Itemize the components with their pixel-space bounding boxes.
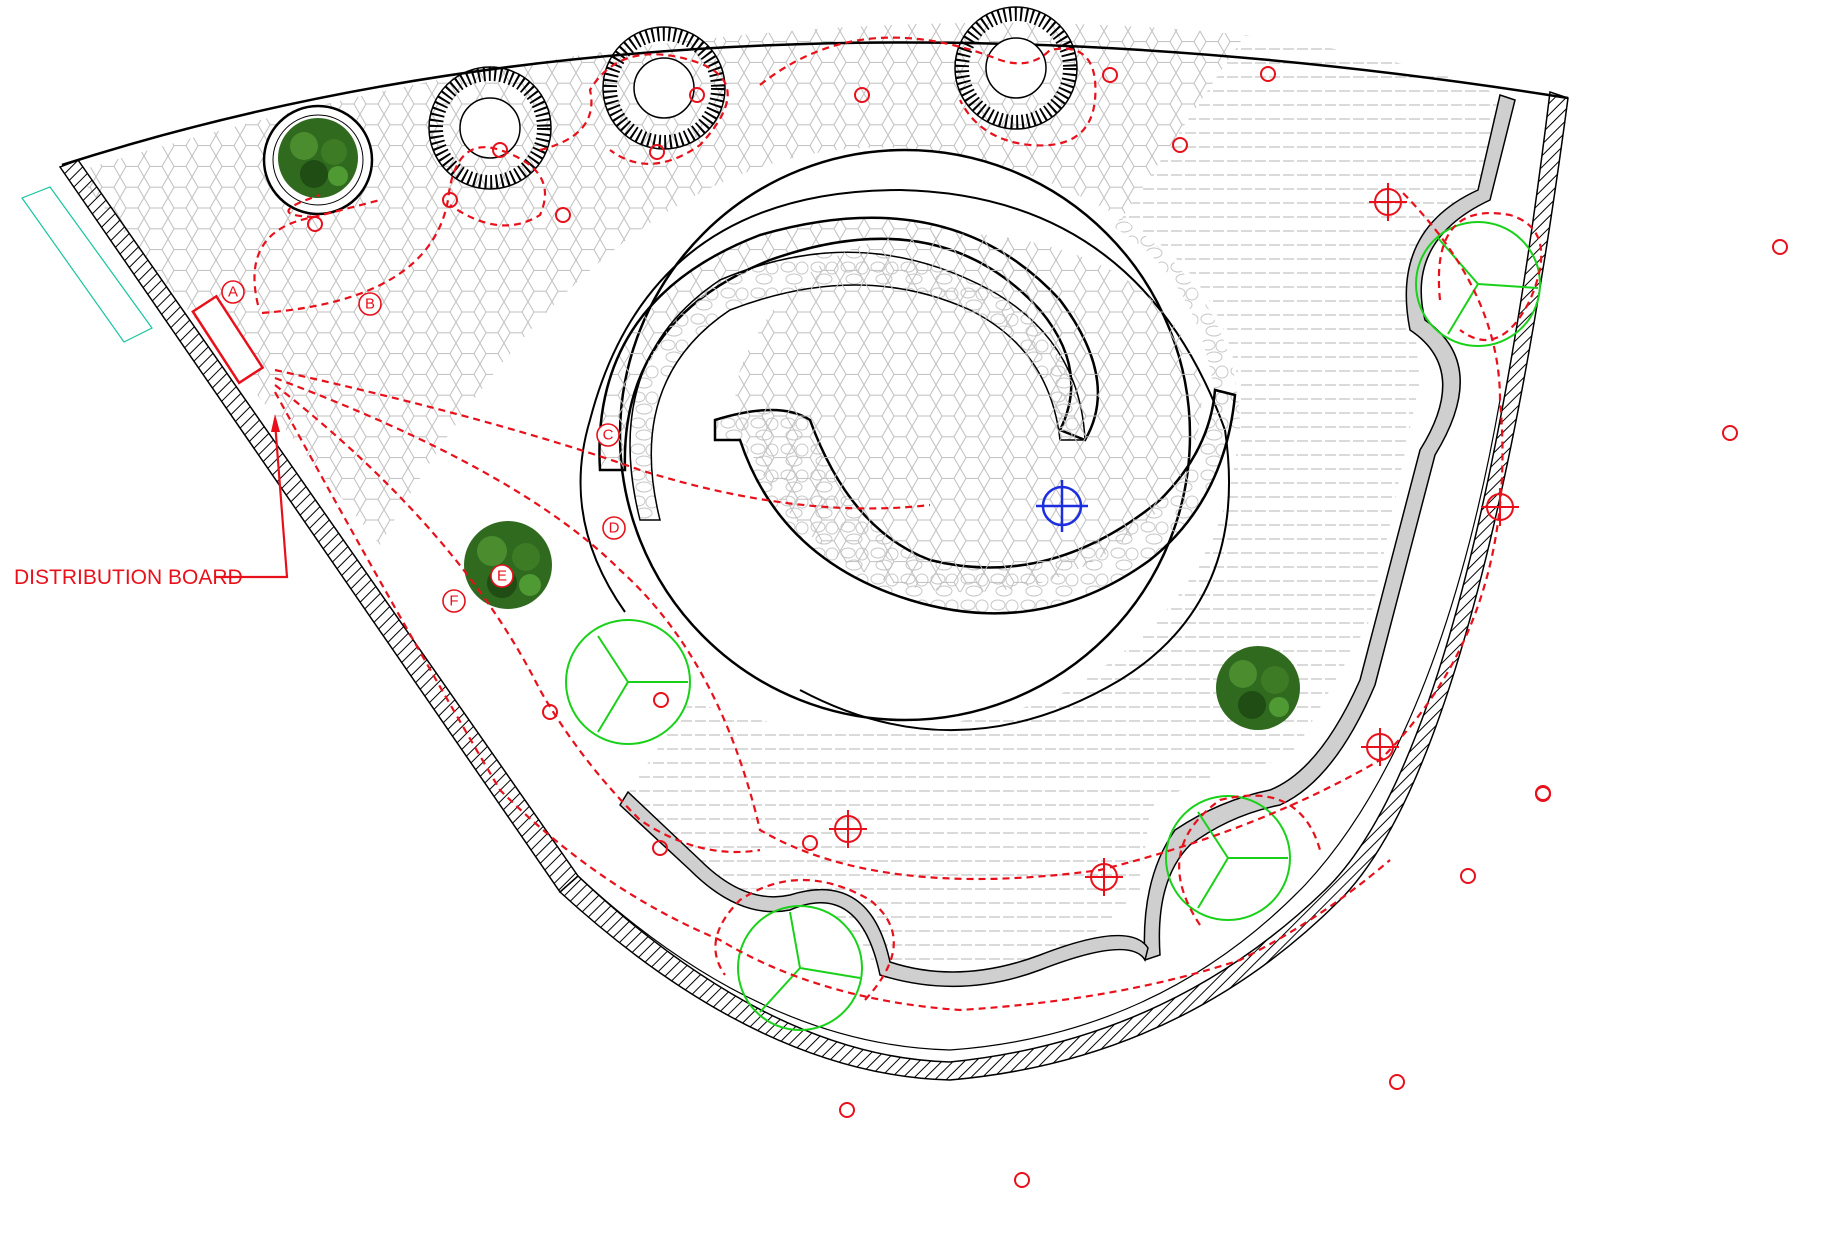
south-curb	[619, 790, 1149, 988]
uplight-icon	[652, 840, 668, 856]
circuit-tree-loop-s	[714, 879, 895, 1001]
circuit-d-run	[274, 189, 1504, 881]
uplight-icon	[442, 192, 458, 208]
uplight-icon	[839, 1102, 855, 1118]
green-strip	[21, 186, 153, 343]
wiring-runs	[253, 36, 1543, 1012]
circuit-tag-label: F	[449, 593, 458, 610]
circuit-tag-e: E	[490, 564, 514, 588]
ground-light-icon	[829, 810, 867, 848]
uplight-icon	[492, 142, 508, 158]
plank-paving-east	[620, 35, 1500, 985]
inner-edge	[577, 399, 1501, 1051]
circuit-a-loop	[287, 193, 321, 219]
shrub-icon	[1216, 646, 1300, 730]
tree-grate-icon	[954, 6, 1078, 130]
site-boundary	[21, 41, 1569, 1081]
uplight-icon	[1102, 67, 1118, 83]
tree-icon	[1415, 221, 1541, 347]
uplight-icon	[854, 87, 870, 103]
uplight-icon	[689, 87, 705, 103]
tree-icon	[565, 619, 691, 745]
ground-light-icon	[1361, 728, 1399, 766]
circuit-tag-label: B	[365, 296, 375, 313]
circuit-tag-label: A	[228, 284, 238, 301]
ground-light-icon	[1369, 183, 1407, 221]
distribution-board-label: DISTRIBUTION BOARD	[14, 566, 243, 589]
uplight-icon	[1460, 868, 1476, 884]
uplight-icon	[1722, 425, 1738, 441]
tree-grate-icon	[602, 26, 726, 150]
boundary-arc-north	[61, 41, 1569, 167]
ground-light-icon	[1481, 488, 1519, 526]
uplight-icon	[1172, 137, 1188, 153]
uplight-icon	[555, 207, 571, 223]
uplight-icon	[542, 704, 558, 720]
spiral-feature	[579, 148, 1237, 732]
center-fixture-icon	[1036, 480, 1088, 532]
tree-icon	[1165, 795, 1291, 921]
circuit-tag-a: A	[221, 280, 245, 304]
circuit-b-run	[261, 146, 547, 315]
circuit-tags: A B C D E F	[221, 280, 626, 613]
circuit-tag-label: C	[603, 427, 614, 444]
tree-icon	[737, 905, 863, 1031]
uplight-icon	[307, 216, 323, 232]
circuit-tag-d: D	[602, 516, 626, 540]
circuit-c-run	[274, 368, 931, 510]
shrub-icon	[464, 521, 552, 609]
uplight-icon	[649, 144, 665, 160]
circuit-tag-label: D	[609, 520, 620, 537]
circuit-f-run	[274, 391, 1391, 1012]
circuit-tree-loop-ne	[1437, 212, 1543, 342]
uplight-icon	[1014, 1172, 1030, 1188]
circuit-tree-loop-se	[1178, 794, 1322, 926]
circuit-tag-b: B	[358, 292, 382, 316]
distribution-board: DISTRIBUTION BOARD	[14, 294, 289, 589]
uplight-icon	[1260, 66, 1276, 82]
circuit-tag-c: C	[596, 423, 620, 447]
spiral-center-hex	[735, 233, 1202, 593]
db-arrowhead	[271, 414, 280, 432]
uplight-icon	[1389, 1074, 1405, 1090]
tree-grate-icon	[428, 66, 552, 190]
uplight-icon	[1772, 239, 1788, 255]
uplight-icon	[802, 835, 818, 851]
circuit-e-run	[274, 384, 761, 854]
circuit-a-run	[253, 198, 381, 306]
uplight-icon	[653, 692, 669, 708]
light-fixtures	[307, 66, 1788, 1188]
ground-light-icon	[1085, 858, 1123, 896]
circuit-tag-label: E	[497, 568, 507, 585]
circuit-tag-f: F	[442, 589, 466, 613]
circuit-b-ext2	[759, 36, 1097, 147]
uplight-icon	[1535, 786, 1551, 802]
db-leader	[216, 421, 289, 579]
shrubs	[278, 118, 1300, 730]
spiral-outer-band	[579, 188, 1231, 732]
shrub-icon	[278, 118, 358, 198]
